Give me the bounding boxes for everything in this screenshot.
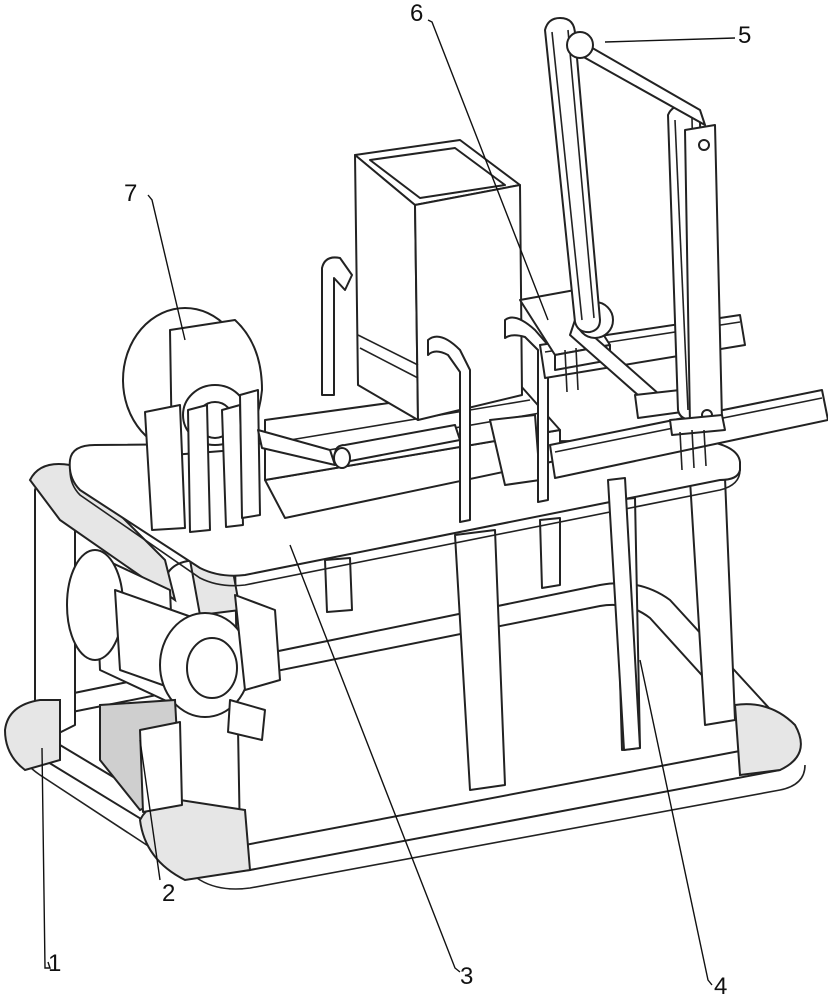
label-3: 3 [460,963,474,990]
label-4: 4 [714,973,728,1000]
label-6: 6 [410,0,424,27]
label-2: 2 [162,880,176,907]
leader-3 [289,544,461,973]
support-rod [607,477,641,751]
leader-4 [639,659,713,986]
label-1: 1 [48,950,62,977]
leader-1 [41,747,51,969]
leader-2 [139,739,161,881]
pulley-assembly [122,307,351,533]
hopper-box [354,139,523,421]
chain-drive [544,17,726,471]
motor [66,549,281,813]
leader-lines [41,19,736,986]
leader-5 [604,37,736,43]
leader-6 [427,19,549,321]
label-5: 5 [738,22,752,49]
guide-rods [321,256,549,523]
leader-7 [147,194,186,341]
label-7: 7 [124,180,138,207]
